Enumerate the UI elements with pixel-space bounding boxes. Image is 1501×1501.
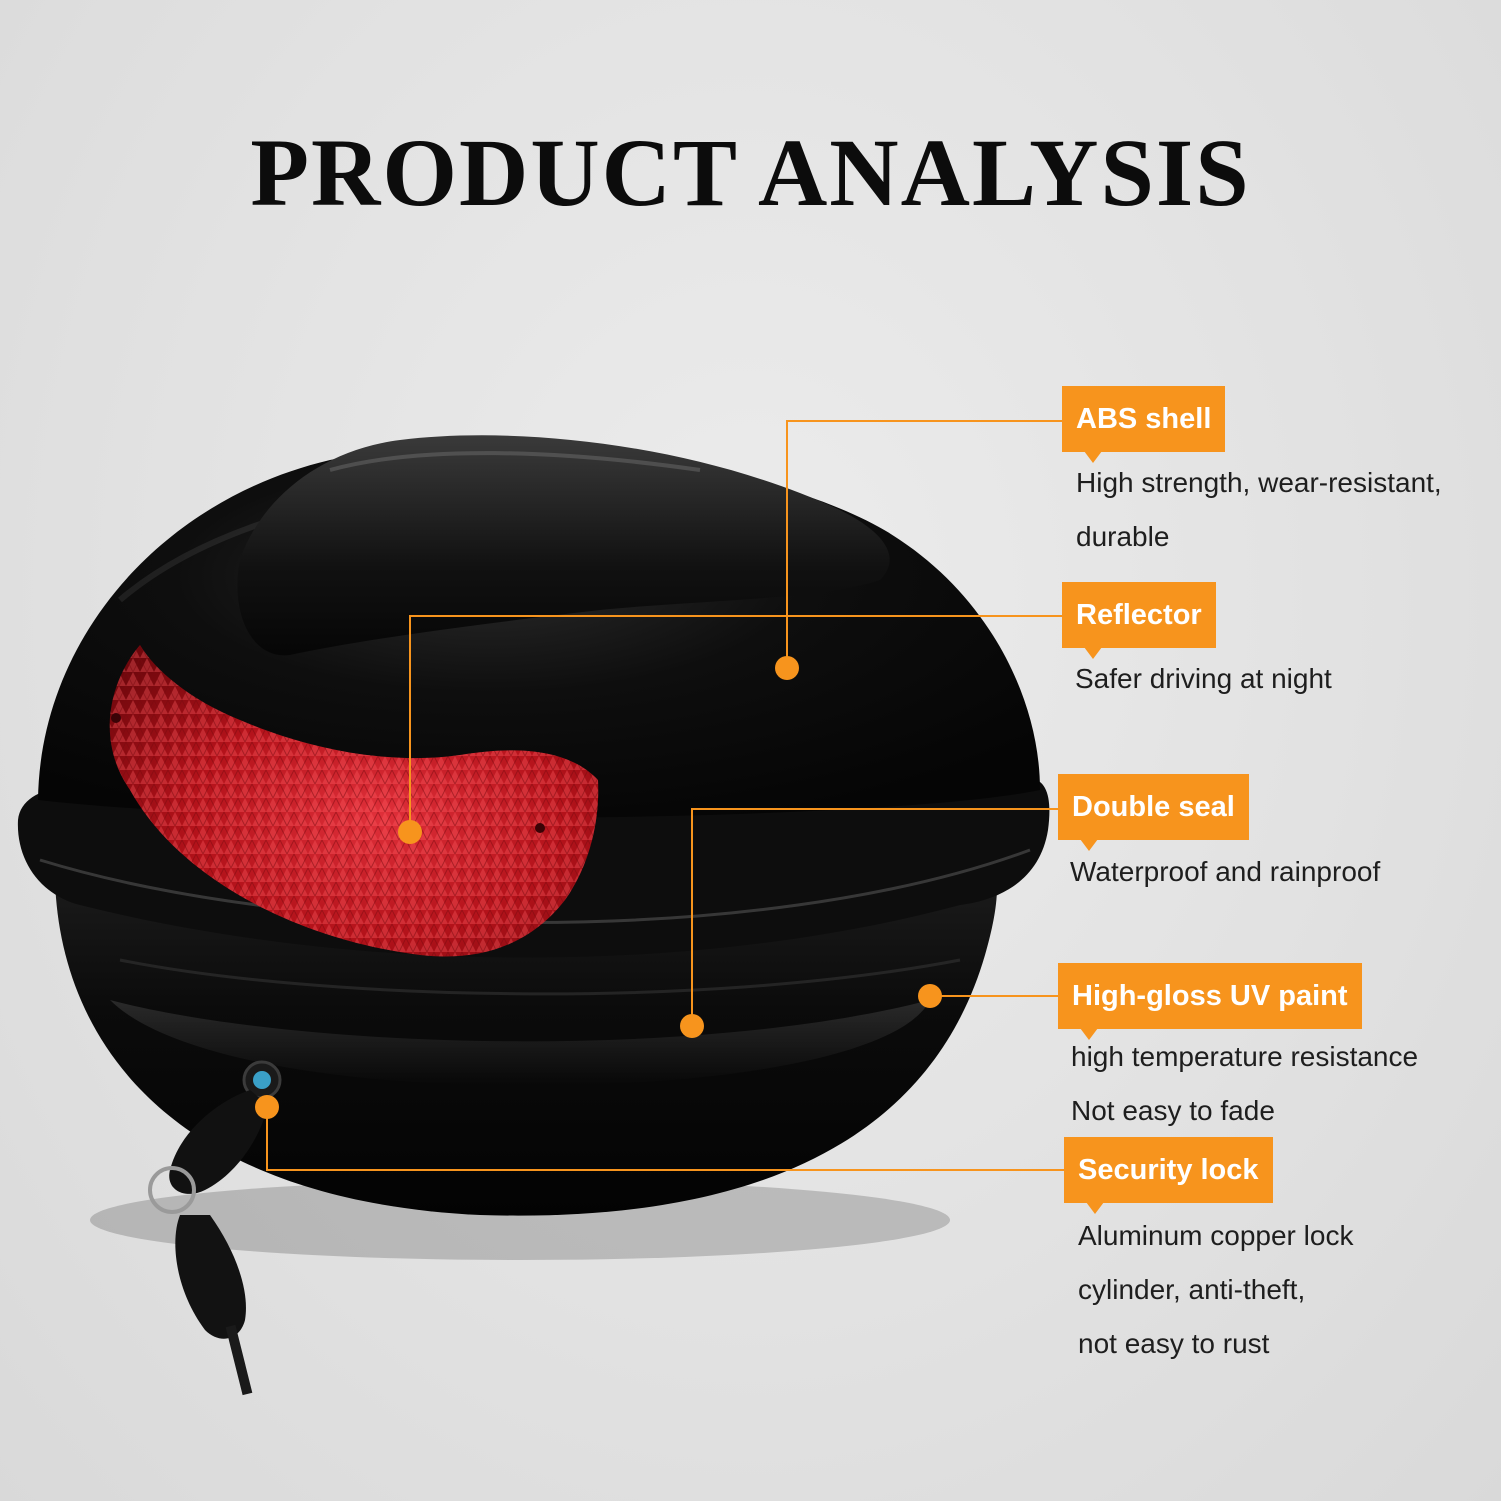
feature-label-reflector: Reflector xyxy=(1062,582,1216,659)
feature-desc-reflector: Safer driving at night xyxy=(1075,663,1332,694)
floor-shadow xyxy=(90,1180,950,1260)
callout-dots xyxy=(255,656,942,1119)
reflector-graphic xyxy=(109,645,599,957)
feature-label-abs-shell: ABS shell xyxy=(1062,386,1226,463)
lock-and-key xyxy=(148,1060,282,1396)
feature-desc-security-lock: Aluminum copper lock cylinder, anti-thef… xyxy=(1078,1220,1354,1359)
page-title: PRODUCT ANALYSIS xyxy=(250,119,1251,226)
callout-lines xyxy=(266,420,1065,1171)
feature-desc-double-seal: Waterproof and rainproof xyxy=(1070,856,1381,887)
lid-backrest xyxy=(237,435,890,656)
feature-label-uv-paint: High-gloss UV paint xyxy=(1058,963,1362,1040)
feature-desc-uv-paint: high temperature resistance Not easy to … xyxy=(1071,1041,1419,1126)
feature-label-double-seal: Double seal xyxy=(1058,774,1249,851)
feature-desc-abs-shell: High strength, wear-resistant, durable xyxy=(1076,467,1442,552)
feature-label-security-lock: Security lock xyxy=(1064,1137,1273,1214)
